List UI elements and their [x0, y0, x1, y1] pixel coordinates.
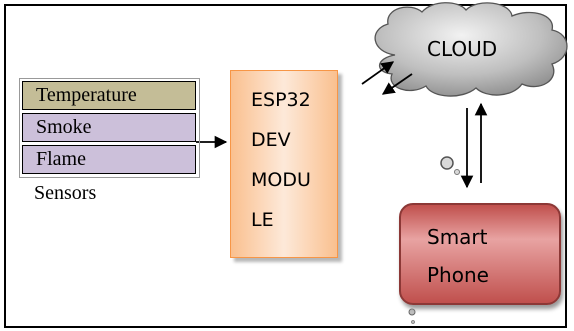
esp-label-line-3: MODU [251, 169, 311, 191]
sensor-group-outline [19, 78, 200, 178]
flame-sensor-box: Flame [22, 145, 196, 174]
smoke-sensor-box: Smoke [22, 113, 196, 142]
connector-dot-bottom [408, 308, 416, 316]
smart-phone-box: Smart Phone [399, 203, 561, 305]
esp-label-line-4: LE [251, 209, 274, 231]
esp-label-line-2: DEV [251, 129, 291, 151]
esp-label-line-1: ESP32 [251, 89, 311, 111]
phone-label-line-1: Smart [427, 225, 488, 249]
esp32-module-box: ESP32 DEV MODU LE [230, 70, 338, 258]
cloud-shape [374, 2, 568, 97]
temperature-sensor-box: Temperature [22, 81, 196, 110]
cloud-to-esp-arrow [381, 73, 413, 95]
diagram-frame [4, 4, 567, 328]
connector-dot-small [454, 169, 460, 175]
connector-dot-bottom-small [411, 320, 415, 324]
esp-to-cloud-arrow [361, 61, 395, 85]
connector-dot [440, 156, 454, 170]
sensors-label: Sensors [34, 182, 97, 204]
cloud-label: CLOUD [427, 37, 498, 61]
phone-label-line-2: Phone [427, 263, 489, 287]
